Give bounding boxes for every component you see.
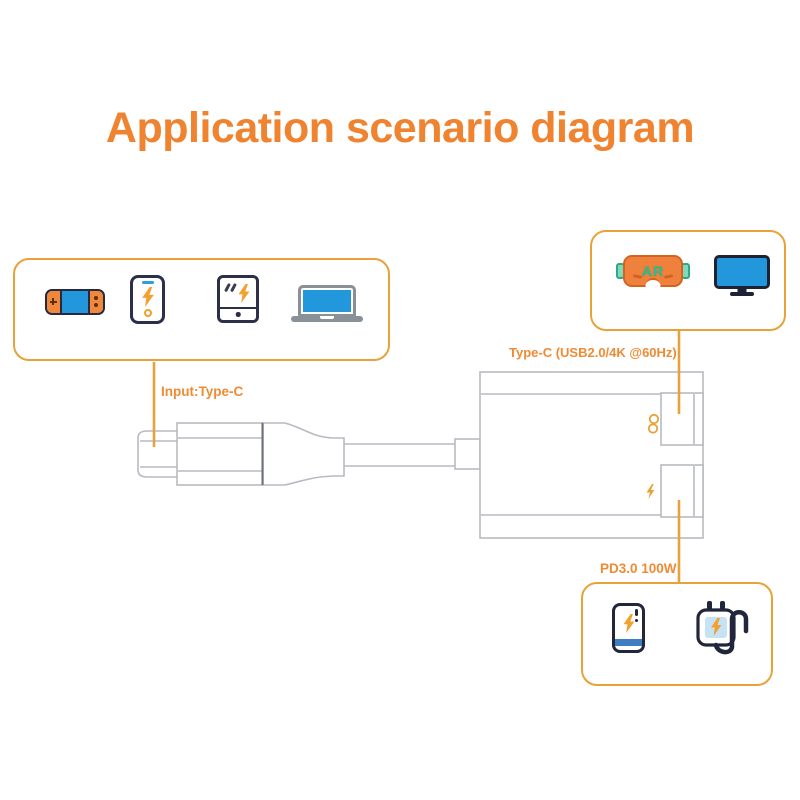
strain-relief xyxy=(454,438,481,470)
ar-nose-notch xyxy=(645,278,661,293)
monitor-stand xyxy=(737,288,747,293)
laptop-base xyxy=(291,316,363,322)
ar-glasses-icon: AR xyxy=(616,255,690,293)
phone-speaker xyxy=(141,281,154,284)
game-console-icon xyxy=(45,289,105,315)
page-title: Application scenario diagram xyxy=(105,104,695,152)
cable xyxy=(344,443,456,467)
adapter-port-power xyxy=(660,464,704,518)
lightning-bolt-icon xyxy=(238,284,250,303)
monitor-icon xyxy=(714,255,770,297)
video-output-label: Type-C (USB2.0/4K @60Hz) xyxy=(509,345,677,360)
laptop-screen xyxy=(298,285,356,317)
display-devices-box: AR xyxy=(590,230,786,331)
smartphone-charging-icon xyxy=(130,275,165,324)
phone-home-button xyxy=(143,309,152,317)
laptop-icon xyxy=(291,285,363,323)
joycon-left xyxy=(47,291,60,313)
usbc-plug-tip xyxy=(137,430,179,478)
joycon-right xyxy=(90,291,103,313)
wall-charger-icon xyxy=(696,601,749,655)
power-bank-indicator xyxy=(635,609,638,616)
console-screen xyxy=(60,291,90,313)
tablet-home-button xyxy=(235,312,241,317)
monitor-screen xyxy=(714,255,770,289)
ar-label: AR xyxy=(641,263,665,279)
power-bank-icon xyxy=(612,603,645,653)
tablet-charging-icon xyxy=(217,275,259,323)
power-devices-box xyxy=(581,582,773,686)
input-type-c-label: Input:Type-C xyxy=(161,384,244,399)
cable-taper xyxy=(262,422,345,486)
monitor-base xyxy=(730,292,754,296)
lightning-bolt-icon xyxy=(141,287,154,307)
lightning-marker-icon xyxy=(646,484,655,499)
power-bank-indicator-dot xyxy=(635,619,638,622)
power-bank-stripe xyxy=(615,639,642,646)
source-devices-box xyxy=(13,258,390,361)
lightning-bolt-icon xyxy=(622,614,635,633)
tablet-divider xyxy=(220,306,256,309)
usbc-plug-body xyxy=(176,422,264,486)
ar-goggle-body: AR xyxy=(623,255,683,293)
power-input-label: PD3.0 100W xyxy=(600,561,677,576)
adapter-port-video xyxy=(660,392,704,446)
glasses-marker-icon xyxy=(647,413,660,434)
